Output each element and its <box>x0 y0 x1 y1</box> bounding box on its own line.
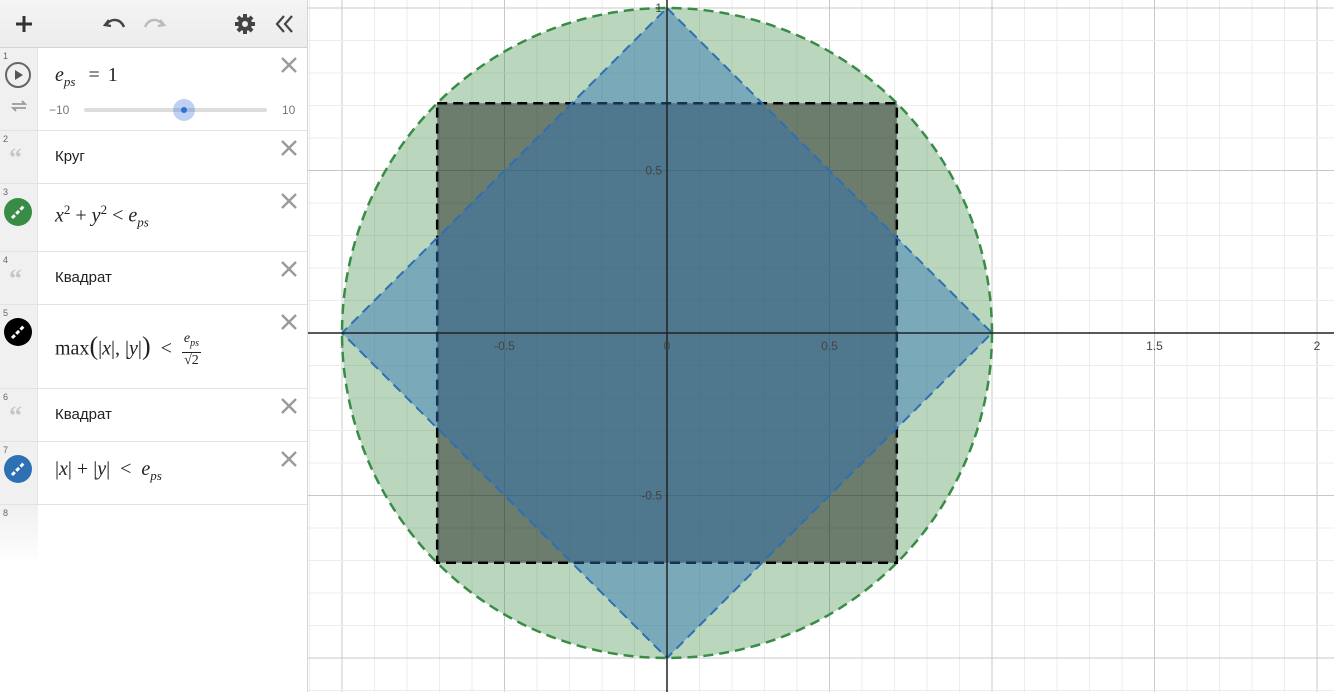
expression-row-1[interactable]: 1 eps = 1 −10 10 <box>0 48 307 131</box>
note-text[interactable]: Квадрат <box>55 406 112 423</box>
equals-sign: = <box>88 64 100 86</box>
x-tick-label: - <box>340 339 344 353</box>
expression-list-panel: 1 eps =1 −10 10 2 “ Круг 3 x2 <box>0 0 308 692</box>
expression-toolbar <box>0 0 307 48</box>
note-text[interactable]: Круг <box>55 148 85 165</box>
x-tick-label: 2 <box>1314 339 1321 353</box>
expression-row-4[interactable]: 4 “ Квадрат <box>0 252 307 305</box>
row-number: 5 <box>3 308 9 318</box>
expression-row-6[interactable]: 6 “ Квадрат <box>0 389 307 442</box>
expression-row-8[interactable]: 8 <box>0 505 38 565</box>
row-number: 2 <box>3 134 9 144</box>
black-color-icon[interactable] <box>4 318 32 346</box>
y-tick-label: 0.5 <box>645 164 662 178</box>
note-text[interactable]: Квадрат <box>55 269 112 286</box>
expression-row-2[interactable]: 2 “ Круг <box>0 131 307 184</box>
row-number: 8 <box>3 508 9 518</box>
row-number: 6 <box>3 392 9 402</box>
expression-row-3[interactable]: 3 x2 + y2 < eps <box>0 184 307 252</box>
redo-icon[interactable] <box>140 10 168 38</box>
delete-icon[interactable] <box>279 138 299 158</box>
slider-value[interactable]: 1 <box>107 64 118 86</box>
loop-icon[interactable] <box>9 98 29 119</box>
row-gutter <box>0 389 38 441</box>
slider-min-label[interactable]: −10 <box>49 103 70 117</box>
note-quote-icon: “ <box>9 401 22 430</box>
row-number: 7 <box>3 445 9 455</box>
expression-row-7[interactable]: 7 |x| + |y| < eps <box>0 442 307 505</box>
diamond-inequality[interactable]: |x| + |y| < eps <box>55 458 162 483</box>
max-function: max <box>55 337 90 360</box>
play-icon[interactable] <box>5 62 31 88</box>
row-gutter <box>0 131 38 183</box>
slider-track[interactable] <box>84 108 267 112</box>
row-number: 1 <box>3 51 9 61</box>
row-number: 4 <box>3 255 9 265</box>
variable-subscript: ps <box>63 74 76 89</box>
square-inequality[interactable]: max(|x|, |y|) < eps √2 <box>55 331 202 368</box>
delete-icon[interactable] <box>279 55 299 75</box>
x-tick-label: 0.5 <box>821 339 838 353</box>
expression-row-5[interactable]: 5 max(|x|, |y|) < eps √2 <box>0 305 307 389</box>
plus-icon[interactable] <box>10 10 38 38</box>
row-gutter <box>0 48 38 130</box>
row-gutter <box>0 252 38 304</box>
variable-name: e <box>55 64 64 86</box>
x-tick-label: -0.5 <box>494 339 515 353</box>
slider-expression[interactable]: eps = 1 <box>55 64 118 90</box>
delete-icon[interactable] <box>279 259 299 279</box>
gear-icon[interactable] <box>231 10 259 38</box>
graph-canvas[interactable]: - -0.5 0 0.5 1.5 2 1 0.5 -0.5 <box>308 0 1334 692</box>
green-color-icon[interactable] <box>4 198 32 226</box>
note-quote-icon: “ <box>9 143 22 172</box>
row-gutter <box>0 505 38 565</box>
note-quote-icon: “ <box>9 264 22 293</box>
blue-color-icon[interactable] <box>4 455 32 483</box>
delete-icon[interactable] <box>279 449 299 469</box>
x-tick-label: 0 <box>664 339 671 353</box>
row-number: 3 <box>3 187 9 197</box>
delete-icon[interactable] <box>279 191 299 211</box>
slider-max-label[interactable]: 10 <box>282 103 296 117</box>
delete-icon[interactable] <box>279 396 299 416</box>
delete-icon[interactable] <box>279 312 299 332</box>
circle-inequality[interactable]: x2 + y2 < eps <box>55 202 149 230</box>
y-tick-label: 1 <box>655 1 662 15</box>
undo-icon[interactable] <box>101 10 129 38</box>
slider-handle[interactable] <box>173 99 195 121</box>
x-tick-label: 1.5 <box>1146 339 1163 353</box>
collapse-icon[interactable] <box>270 10 298 38</box>
y-tick-label: -0.5 <box>641 489 662 503</box>
